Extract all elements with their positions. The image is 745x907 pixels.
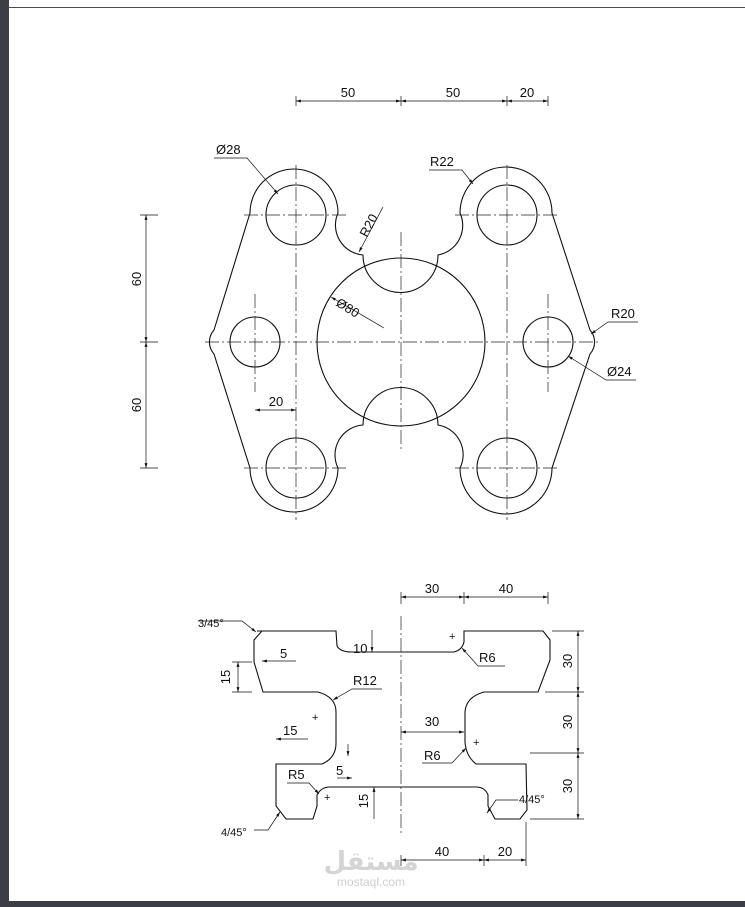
dim-bottom-40: 40 (435, 844, 449, 859)
dim-step-5-low: 5 (336, 763, 343, 778)
top-view: 50 50 20 60 60 20 Ø28 R22 R20 Ø80 (129, 85, 638, 520)
section-profile-right (401, 630, 551, 820)
dim-section-40: 40 (499, 581, 513, 596)
dim-hole-dia-28: Ø28 (216, 142, 241, 157)
section-view: + + + + 30 40 3/45° 5 15 10 R6 (198, 581, 584, 866)
dim-top-50-a: 50 (341, 85, 355, 100)
watermark-arabic: مستقل (323, 847, 418, 877)
center-mark-r6-mid: + (473, 737, 479, 749)
section-profile-left (253, 630, 401, 820)
center-mark-r12: + (312, 712, 318, 724)
dim-h15: 15 (283, 723, 297, 738)
dim-step-5-top: 5 (280, 646, 287, 661)
dim-r6-mid: R6 (424, 748, 441, 763)
dim-chamfer-4-45-right: 4/45° (519, 794, 545, 806)
window-left-border (0, 0, 9, 907)
dim-right-30-b: 30 (560, 715, 575, 729)
leaders: Ø28 R22 R20 Ø80 R20 Ø24 (214, 142, 638, 381)
window-bottom-border (0, 901, 745, 907)
dim-h10: 10 (353, 641, 367, 656)
dim-bottom-20: 20 (498, 844, 512, 859)
dim-v15-left: 15 (218, 670, 233, 684)
dim-right-30-c: 30 (560, 779, 575, 793)
top-dimensions: 50 50 20 (295, 85, 549, 106)
dim-chamfer-3-45: 3/45° (198, 618, 224, 630)
dim-radius-neck-20: R20 (356, 211, 380, 239)
dim-left-60-lower: 60 (129, 398, 144, 412)
dim-top-50-b: 50 (446, 85, 460, 100)
page-top-edge (9, 0, 745, 8)
watermark-latin: mostaql.com (337, 875, 405, 889)
dim-r5: R5 (288, 767, 305, 782)
dim-r12: R12 (353, 673, 377, 688)
section-top-dimensions: 30 40 (400, 581, 549, 604)
left-dimensions: 60 60 (129, 214, 158, 469)
dim-side-hole-dia-24: Ø24 (607, 364, 632, 379)
center-mark-r5: + (324, 792, 330, 804)
dim-offset-20: 20 (269, 394, 283, 409)
dim-radius-end-20: R20 (611, 306, 635, 321)
dim-bore-dia-80: Ø80 (333, 295, 362, 321)
dim-v15-bottom: 15 (356, 794, 371, 808)
dim-left-60-upper: 60 (129, 272, 144, 286)
centerlines (205, 165, 598, 520)
dim-radius-22: R22 (430, 154, 454, 169)
dim-section-30: 30 (425, 581, 439, 596)
dim-r6-top: R6 (479, 650, 496, 665)
dim-h30-mid: 30 (425, 714, 439, 729)
section-bottom-dimensions: 40 20 (400, 822, 527, 866)
dim-top-20: 20 (520, 85, 534, 100)
dim-right-30-a: 30 (560, 654, 575, 668)
dim-chamfer-4-45-left: 4/45° (221, 827, 247, 839)
center-mark-r6-top: + (449, 631, 455, 643)
section-right-dimensions: 30 30 30 (530, 630, 584, 820)
